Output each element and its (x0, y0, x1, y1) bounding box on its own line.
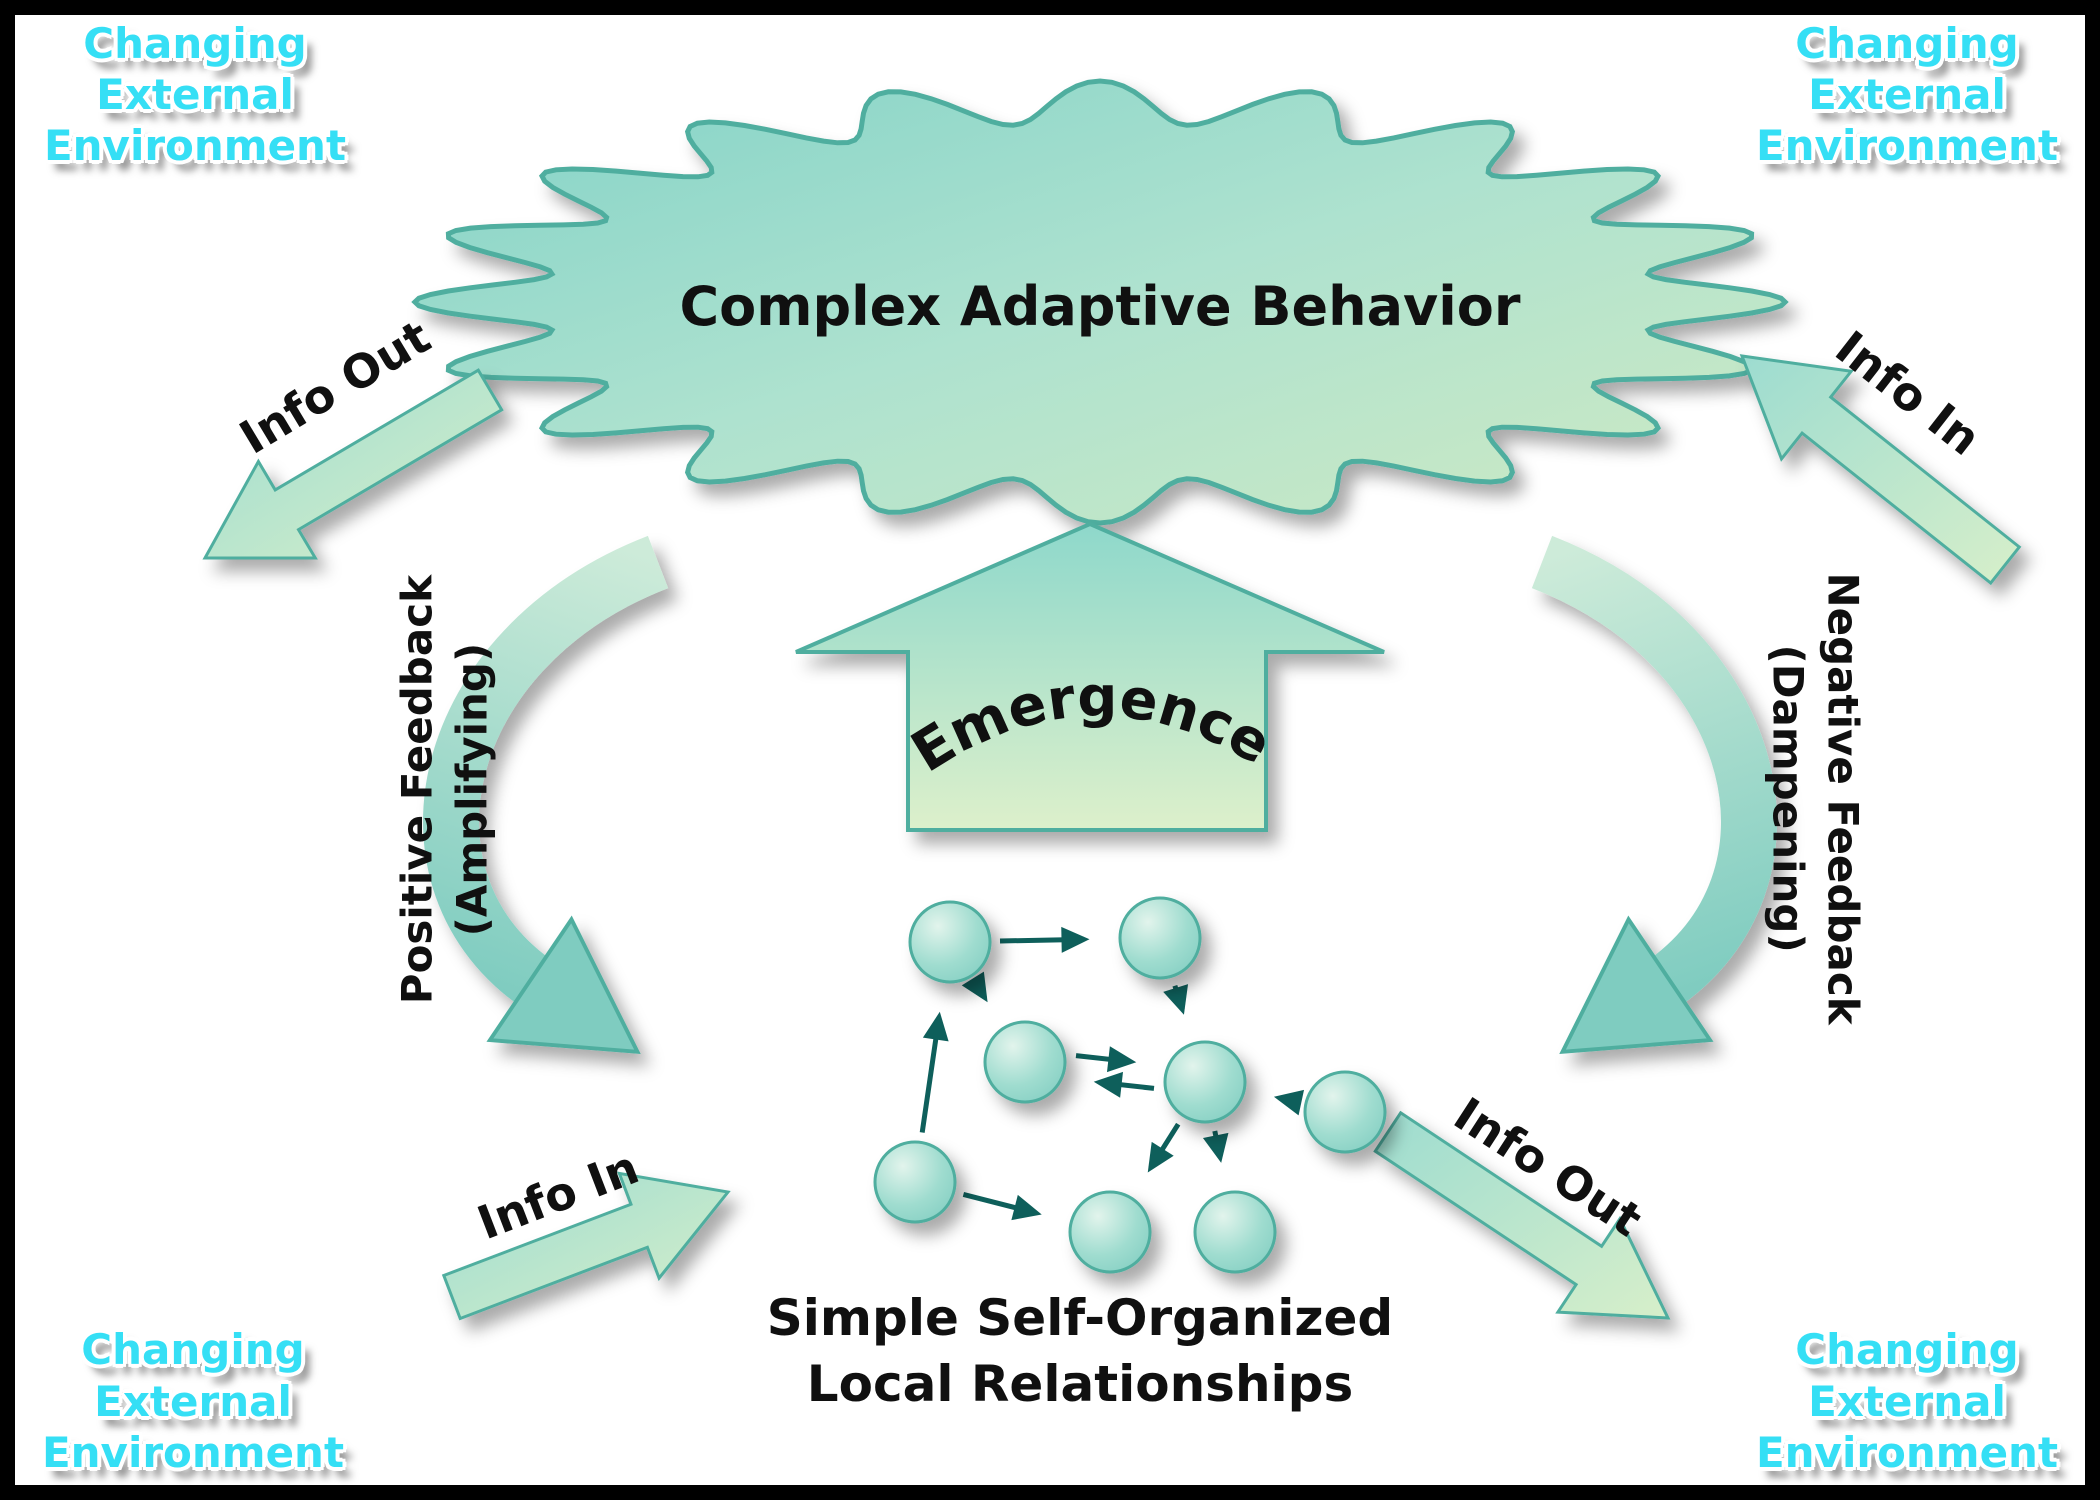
negative-feedback-line1: Negative Feedback (1818, 572, 1868, 1025)
network-edge (1273, 1089, 1305, 1116)
info-arrow-shape (1739, 354, 2022, 586)
corner-line: Changing (1795, 1325, 2019, 1375)
relationship-network (873, 896, 1387, 1274)
network-edge (919, 1011, 949, 1133)
positive-feedback-label: Positive Feedback (Amplifying) (390, 555, 499, 1025)
network-edge (961, 971, 988, 1003)
network-edge (999, 926, 1090, 953)
corner-line: External (96, 70, 294, 120)
network-node (873, 1140, 957, 1224)
network-node (1193, 1190, 1277, 1274)
corner-line: External (94, 1376, 292, 1426)
corner-line: External (1808, 70, 2006, 120)
emergence-arrow (795, 521, 1385, 832)
starburst-shape (411, 78, 1789, 526)
positive-feedback-line1: Positive Feedback (392, 574, 442, 1005)
network-node (1303, 1070, 1387, 1154)
corner-line: External (1808, 1376, 2006, 1426)
corner-line: Changing (83, 19, 307, 68)
negative-feedback-arrow (1531, 535, 1777, 1055)
network-edge (1147, 1122, 1181, 1173)
network-edge (1093, 1071, 1155, 1098)
network-node (908, 900, 992, 984)
network-node (1068, 1190, 1152, 1274)
corner-line: Environment (43, 121, 347, 171)
corner-line: Environment (1755, 1427, 2059, 1477)
corner-line: Environment (1755, 121, 2059, 171)
corner-label-bottom-left: Changing External Environment (28, 1324, 358, 1478)
info-arrow-shape (441, 1171, 731, 1321)
corner-label-top-right: Changing External Environment (1742, 18, 2072, 172)
positive-feedback-line2: (Amplifying) (447, 642, 496, 937)
diagram-title: Complex Adaptive Behavior (679, 275, 1521, 338)
corner-line: Changing (81, 1325, 305, 1375)
corner-label-bottom-right: Changing External Environment (1742, 1324, 2072, 1478)
info-arrow-shape (202, 368, 504, 560)
network-caption-line2: Local Relationships (806, 1355, 1354, 1413)
network-caption-line1: Simple Self-Organized (766, 1289, 1394, 1347)
network-edge (1163, 984, 1189, 1015)
positive-feedback-arrow (423, 535, 669, 1055)
network-node (1163, 1040, 1247, 1124)
network-edge (1202, 1130, 1229, 1163)
negative-feedback-line2: (Dampening) (1764, 644, 1813, 953)
network-node (1118, 896, 1202, 980)
network-edge (962, 1191, 1042, 1221)
corner-line: Changing (1795, 19, 2019, 68)
corner-line: Environment (41, 1427, 345, 1477)
info-arrow-shape (1373, 1110, 1671, 1320)
network-edge (1075, 1046, 1137, 1073)
info-arrows (202, 354, 2022, 1321)
network-caption: Simple Self-Organized Local Relationship… (690, 1285, 1470, 1417)
network-node (983, 1020, 1067, 1104)
corner-label-top-left: Changing External Environment (30, 18, 360, 172)
negative-feedback-label: Negative Feedback (Dampening) (1760, 564, 1869, 1034)
